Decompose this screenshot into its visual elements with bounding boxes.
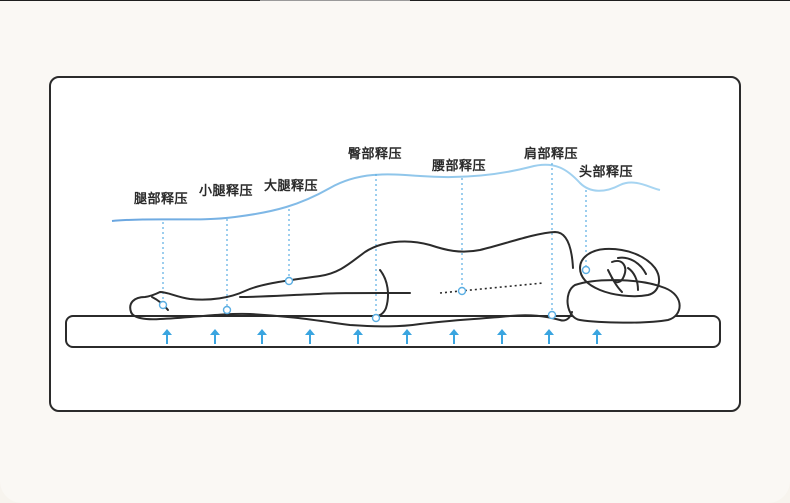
- label-hip-relief: 臀部释压: [348, 143, 402, 162]
- spine-line: [440, 283, 543, 293]
- pressure-point-head: [583, 267, 590, 274]
- pressure-point-hip: [373, 315, 380, 322]
- label-shoulder-relief: 肩部释压: [524, 143, 578, 162]
- label-calf-relief: 小腿释压: [199, 180, 253, 199]
- label-leg-relief: 腿部释压: [134, 188, 188, 207]
- knee-line: [318, 293, 410, 294]
- pressure-point-leg: [160, 302, 167, 309]
- pressure-point-shoulder: [549, 312, 556, 319]
- pressure-curve: [112, 165, 660, 221]
- label-waist-relief: 腰部释压: [432, 155, 486, 174]
- pressure-point-thigh: [286, 278, 293, 285]
- body-upper-outline: [130, 232, 573, 312]
- pressure-point-calf: [224, 307, 231, 314]
- label-thigh-relief: 大腿释压: [264, 175, 318, 194]
- pressure-point-waist: [459, 288, 466, 295]
- leg-line: [240, 294, 318, 297]
- pillow: [568, 280, 680, 323]
- label-head-relief: 头部释压: [579, 161, 633, 180]
